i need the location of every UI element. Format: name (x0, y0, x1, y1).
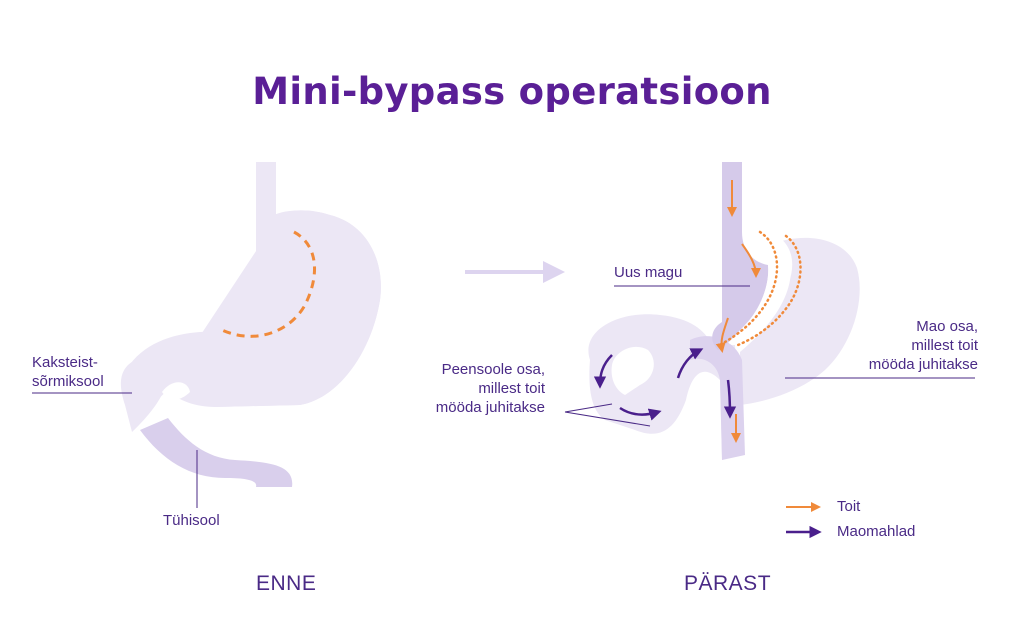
intestine-leader-line-1 (564, 403, 613, 413)
label-stomach-bypassed-line-3: mööda juhitakse (868, 356, 978, 373)
label-intestine-bypassed: Peensoole osa, millest toit mööda juhita… (436, 360, 545, 417)
label-intestine-bypassed-line-1: Peensoole osa, (441, 361, 545, 378)
label-intestine-bypassed-line-2: millest toit (478, 380, 545, 397)
secretion-arrow-3 (676, 348, 704, 379)
caption-after: PÄRAST (684, 572, 772, 595)
secretion-arrow-2 (619, 406, 662, 421)
before-stomach-illustration (120, 162, 381, 487)
diagram-title: Mini-bypass operatsioon (252, 70, 772, 113)
before-cut-line (221, 230, 317, 338)
label-duodenum-line-2: sõrmiksool (32, 373, 104, 390)
after-new-stomach (712, 162, 769, 350)
label-jejunum: Tühisool (163, 512, 220, 529)
label-stomach-bypassed-line-2: millest toit (911, 337, 978, 354)
label-duodenum: Kaksteist- sõrmiksool (32, 353, 104, 391)
legend-secretion-label: Maomahlad (837, 523, 916, 540)
label-intestine-bypassed-line-3: mööda juhitakse (435, 399, 545, 416)
food-arrow-2 (741, 243, 761, 278)
label-duodenum-line-1: Kaksteist- (32, 354, 98, 371)
label-stomach-bypassed: Mao osa, millest toit mööda juhitakse (869, 317, 978, 374)
transition-arrow (465, 261, 565, 283)
staple-line-2 (736, 234, 802, 347)
intestine-leader-line-2 (564, 411, 651, 427)
staple-line-1 (723, 230, 779, 344)
label-stomach-bypassed-line-1: Mao osa, (916, 318, 978, 335)
secretion-arrow-1 (593, 354, 613, 389)
caption-before: ENNE (256, 572, 317, 595)
legend-food-label: Toit (837, 498, 861, 515)
after-stomach-illustration (588, 162, 860, 460)
food-arrow-3 (715, 317, 729, 353)
after-bypassed-stomach (740, 237, 860, 405)
before-jejunum (140, 418, 293, 487)
label-new-stomach: Uus magu (614, 264, 683, 281)
secretion-arrow-4 (723, 379, 737, 419)
